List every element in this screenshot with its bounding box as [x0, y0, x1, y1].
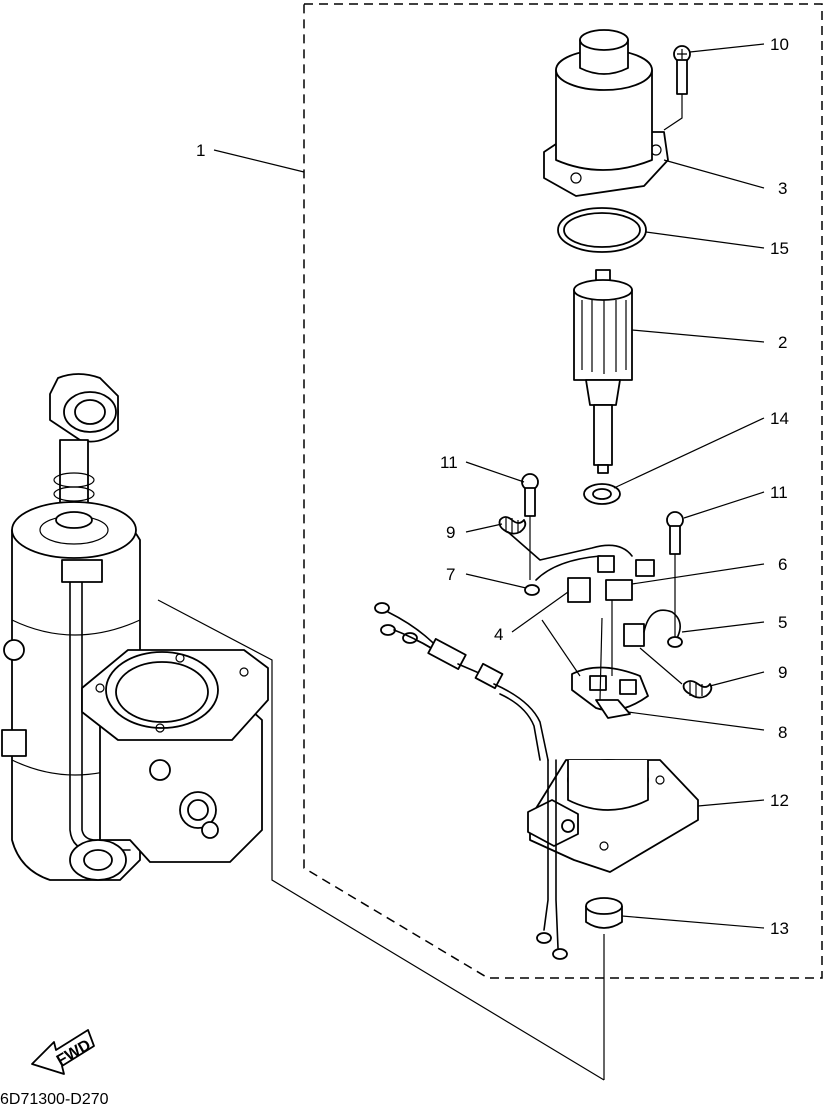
label-7: 7	[446, 565, 455, 584]
label-13: 13	[770, 919, 789, 938]
label-8: 8	[778, 723, 787, 742]
label-2: 2	[778, 333, 787, 352]
tilt-cylinder-unit	[1, 373, 269, 881]
motor-yoke	[543, 29, 669, 197]
assembly-boundary	[303, 3, 823, 979]
label-5: 5	[778, 613, 787, 632]
screw-11b	[666, 511, 684, 640]
drawing-code: 6D71300-D270	[0, 1091, 109, 1107]
terminal-7	[524, 584, 540, 596]
label-4: 4	[494, 625, 503, 644]
grommet	[585, 897, 623, 929]
spring-9a	[498, 516, 527, 535]
screw-10	[663, 45, 691, 131]
label-1: 1	[196, 141, 205, 160]
label-12: 12	[770, 791, 789, 810]
label-6: 6	[778, 555, 787, 574]
label-9b: 9	[778, 663, 787, 682]
label-11a: 11	[440, 453, 458, 472]
label-9a: 9	[446, 523, 455, 542]
armature	[573, 269, 633, 474]
motor-base	[527, 759, 699, 873]
label-15: 15	[770, 239, 789, 258]
brush-holder	[571, 666, 649, 719]
label-14: 14	[770, 409, 789, 428]
label-11b: 11	[770, 483, 788, 502]
screw-11a	[521, 473, 539, 580]
label-10: 10	[770, 35, 789, 54]
spring-9b	[682, 680, 713, 699]
brush-4	[567, 577, 591, 603]
fwd-arrow-icon: FWD	[31, 1029, 95, 1075]
brush-5	[623, 623, 645, 647]
label-3: 3	[778, 179, 787, 198]
wire-harness	[374, 602, 549, 761]
